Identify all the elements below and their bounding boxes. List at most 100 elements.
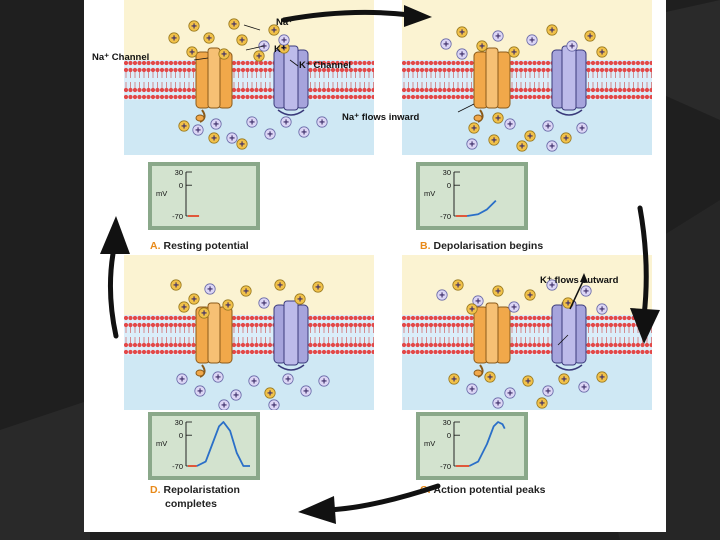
leader-line (243, 24, 261, 31)
membrane-scene: ++++++++++++++++++++++ (402, 255, 652, 410)
lipid-head (366, 94, 372, 100)
lipid-head (514, 322, 519, 328)
lipid-head (509, 342, 515, 348)
lipid-head (402, 94, 407, 100)
na-ion-icon: + (253, 50, 265, 63)
k-channel-icon (273, 45, 309, 116)
lipid-head (541, 87, 546, 93)
lipid-head (433, 67, 438, 73)
lipid-head (464, 342, 470, 348)
lipid-head (191, 94, 196, 100)
svg-text:+: + (201, 309, 207, 320)
lipid-head (168, 67, 174, 73)
na-ion-icon: + (294, 293, 306, 306)
k-ion-icon: + (466, 138, 478, 151)
lipid-head (509, 87, 515, 93)
na-ion-icon: + (208, 132, 220, 145)
lipid-head (317, 315, 322, 321)
lipid-head (366, 87, 372, 93)
lipid-head (446, 87, 452, 93)
lipid-head (137, 87, 142, 93)
lipid-head (433, 315, 438, 321)
lipid-head (258, 349, 264, 355)
lipid-head (263, 315, 268, 321)
cycle-arrow-right-icon (630, 205, 660, 344)
svg-text:+: + (215, 373, 221, 384)
svg-text:+: + (213, 120, 219, 131)
lipid-head (631, 87, 636, 93)
lipid-head (545, 315, 551, 321)
lipid-head (640, 94, 645, 100)
na-ion-icon: + (596, 371, 608, 384)
lipid-head (124, 349, 129, 355)
svg-text:+: + (455, 281, 461, 292)
lipid-head (150, 60, 156, 66)
k-ion-icon: + (316, 116, 328, 129)
lipid-head (362, 94, 367, 100)
lipid-head (631, 349, 636, 355)
k-ion-icon: + (248, 375, 260, 388)
svg-text:+: + (191, 295, 197, 306)
na-ion-icon: + (468, 122, 480, 135)
y-tick-label: -70 (440, 462, 451, 471)
svg-text:+: + (569, 42, 575, 53)
k-ion-icon: + (492, 30, 504, 43)
lipid-head (635, 87, 641, 93)
lipid-head (155, 342, 160, 348)
lipid-head (362, 87, 367, 93)
lipid-head (146, 349, 151, 355)
lipid-head (649, 349, 652, 355)
lipid-head (617, 322, 623, 328)
na-ion-icon: + (488, 134, 500, 147)
na-ion-icon: + (448, 373, 460, 386)
lipid-head (231, 94, 237, 100)
lipid-head (451, 342, 456, 348)
lipid-head (353, 342, 358, 348)
lipid-head (464, 349, 470, 355)
k-channel-icon (551, 45, 587, 116)
lipid-head (240, 342, 246, 348)
lipid-head (371, 322, 374, 328)
lipid-head (518, 67, 524, 73)
lipid-head (617, 349, 623, 355)
lipid-head (523, 315, 528, 321)
lipid-head (159, 94, 165, 100)
svg-text:+: + (271, 26, 277, 37)
lipid-head (514, 342, 519, 348)
lipid-head (371, 87, 374, 93)
lipid-head (469, 342, 474, 348)
svg-text:+: + (256, 52, 262, 63)
svg-text:+: + (211, 134, 217, 145)
lipid-head (254, 342, 259, 348)
lipid-head (335, 322, 340, 328)
lipid-head (635, 342, 641, 348)
lipid-head (514, 315, 519, 321)
lipid-head (330, 322, 336, 328)
lipid-head (173, 349, 178, 355)
svg-text:+: + (207, 285, 213, 296)
lipid-head (267, 315, 273, 321)
lipid-head (437, 315, 443, 321)
lipid-head (186, 87, 192, 93)
lipid-head (586, 342, 591, 348)
lipid-head (159, 349, 165, 355)
lipid-head (509, 322, 515, 328)
lipid-head (626, 315, 632, 321)
na-ion-icon: + (452, 279, 464, 292)
lipid-head (263, 60, 268, 66)
lipid-head (231, 315, 237, 321)
lipid-head (366, 315, 372, 321)
lipid-head (649, 342, 652, 348)
lipid-head (240, 322, 246, 328)
lipid-head (604, 342, 609, 348)
lipid-head (406, 94, 411, 100)
lipid-head (595, 67, 600, 73)
lipid-head (590, 60, 596, 66)
lipid-head (191, 322, 196, 328)
svg-text:+: + (495, 114, 501, 125)
lipid-head (124, 94, 129, 100)
lipid-head (451, 60, 456, 66)
svg-text:+: + (451, 375, 457, 386)
lipid-head (586, 94, 591, 100)
